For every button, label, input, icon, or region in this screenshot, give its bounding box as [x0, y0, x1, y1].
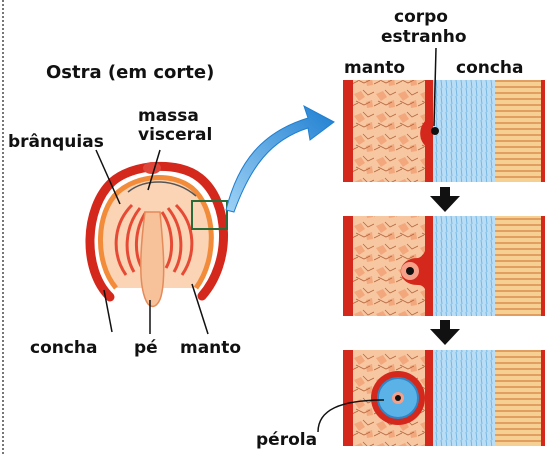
label-visceral: visceral [138, 127, 212, 144]
label-branquias: brânquias [8, 134, 104, 151]
oyster-cross-section [90, 150, 227, 334]
foreign-body-3 [395, 395, 401, 401]
stage-arrow-2 [430, 320, 460, 345]
label-manto-right: manto [344, 60, 405, 77]
label-manto-left: manto [180, 340, 241, 357]
label-corpo: corpo [394, 9, 448, 26]
label-concha-right: concha [456, 60, 524, 77]
foreign-body-2 [406, 267, 414, 275]
label-massa: massa [138, 108, 199, 125]
label-pe: pé [134, 340, 158, 357]
oyster-foot [141, 212, 164, 306]
stage-2-panel [343, 216, 545, 316]
foreign-body-1 [431, 127, 439, 135]
label-perola: pérola [256, 432, 317, 449]
oyster-hinge [143, 162, 161, 174]
label-concha-left: concha [30, 340, 98, 357]
label-estranho: estranho [381, 29, 467, 46]
stage-3-panel [318, 350, 545, 446]
diagram-title: Ostra (em corte) [46, 64, 214, 82]
stage-arrow-1 [430, 187, 460, 212]
zoom-arrow [226, 106, 334, 212]
